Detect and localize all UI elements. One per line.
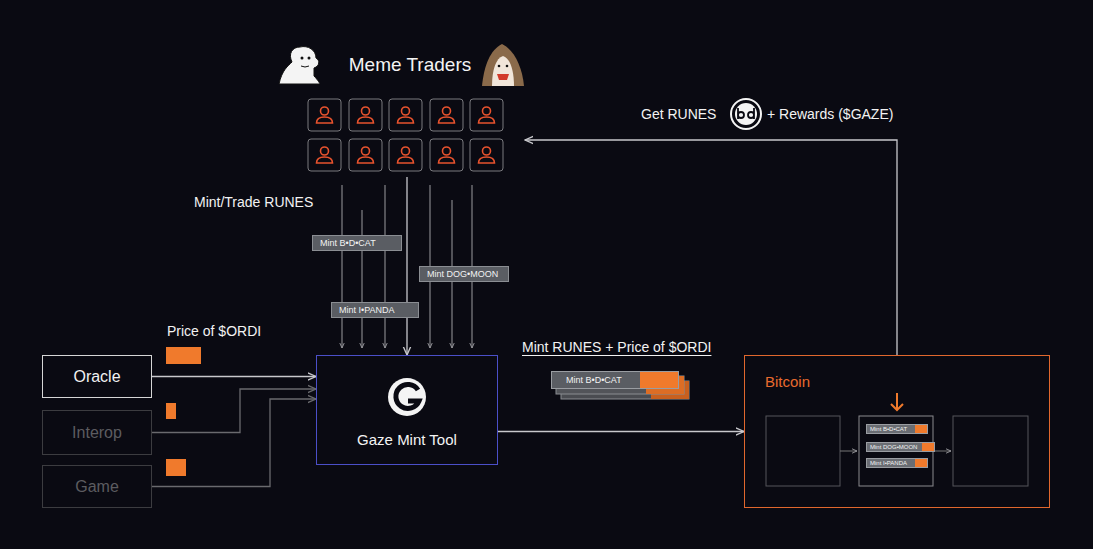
avatar-right (482, 44, 524, 86)
block-chain (766, 393, 1028, 486)
runes-logo (731, 99, 761, 129)
trader-grid (308, 99, 503, 171)
node-text: Mint I•PANDA (870, 460, 913, 467)
node-text: Mint B•D•CAT (320, 238, 394, 249)
node-text: Bitcoin (765, 373, 1029, 390)
process-box: Gaze Mint Tool (316, 355, 498, 465)
price-block (915, 459, 927, 467)
node-text: Gaze Mint Tool (357, 431, 457, 448)
price-block (915, 425, 927, 433)
reward-label: + Rewards ($GAZE) (767, 106, 893, 122)
trader-icon (308, 99, 341, 131)
node-text: Mint I•PANDA (339, 305, 411, 316)
price-block (640, 372, 678, 388)
trader-icon (430, 139, 463, 171)
trader-icon (470, 139, 503, 171)
trader-icon (389, 139, 422, 171)
data-block (166, 347, 201, 364)
gaze-logo (388, 378, 426, 416)
reward-label: Get RUNES (641, 106, 716, 122)
connector (152, 399, 316, 487)
source-box: Oracle (42, 355, 152, 398)
connector (525, 140, 897, 355)
trader-group: Meme Traders (295, 40, 525, 177)
connector (152, 389, 316, 433)
source-box: Game (42, 465, 152, 508)
trader-icon (430, 99, 463, 131)
data-block (166, 459, 186, 476)
trader-icon (349, 99, 382, 131)
trader-icon (470, 99, 503, 131)
node-text: Mint DOG•MOON (870, 444, 920, 451)
mint-tag: Mint DOG•MOON (419, 266, 509, 282)
block-entry: Mint B•D•CAT (866, 424, 928, 434)
mint-tag: Mint B•D•CAT (312, 235, 402, 251)
avatar-left (279, 47, 320, 84)
input-label: Price of $ORDI (167, 323, 261, 339)
source-box: Interop (42, 410, 152, 455)
node-text: Meme Traders (295, 54, 525, 76)
node-text: Mint B•D•CAT (566, 375, 638, 386)
data-block (166, 403, 176, 419)
block-entry: Mint I•PANDA (866, 458, 928, 468)
node-text: Oracle (73, 368, 120, 386)
connector (498, 431, 744, 432)
trader-icon (389, 99, 422, 131)
node-text: Mint DOG•MOON (427, 269, 501, 280)
output-label: Mint RUNES + Price of $ORDI (522, 339, 711, 355)
trader-icon (349, 139, 382, 171)
node-text: Mint B•D•CAT (870, 426, 913, 433)
mint-tag: Mint I•PANDA (331, 302, 419, 318)
mint-tag: Mint B•D•CAT (551, 371, 679, 389)
flow-label: Mint/Trade RUNES (194, 194, 313, 210)
node-text: Game (75, 478, 119, 496)
node-text: Interop (72, 424, 122, 442)
block-entry: Mint DOG•MOON (866, 442, 935, 452)
chain-box: BitcoinMint B•D•CAT Mint DOG•MOON Mint I•P… (744, 355, 1050, 508)
connector (152, 376, 316, 377)
price-block (922, 443, 934, 451)
connector (406, 177, 407, 355)
trader-icon (308, 139, 341, 171)
